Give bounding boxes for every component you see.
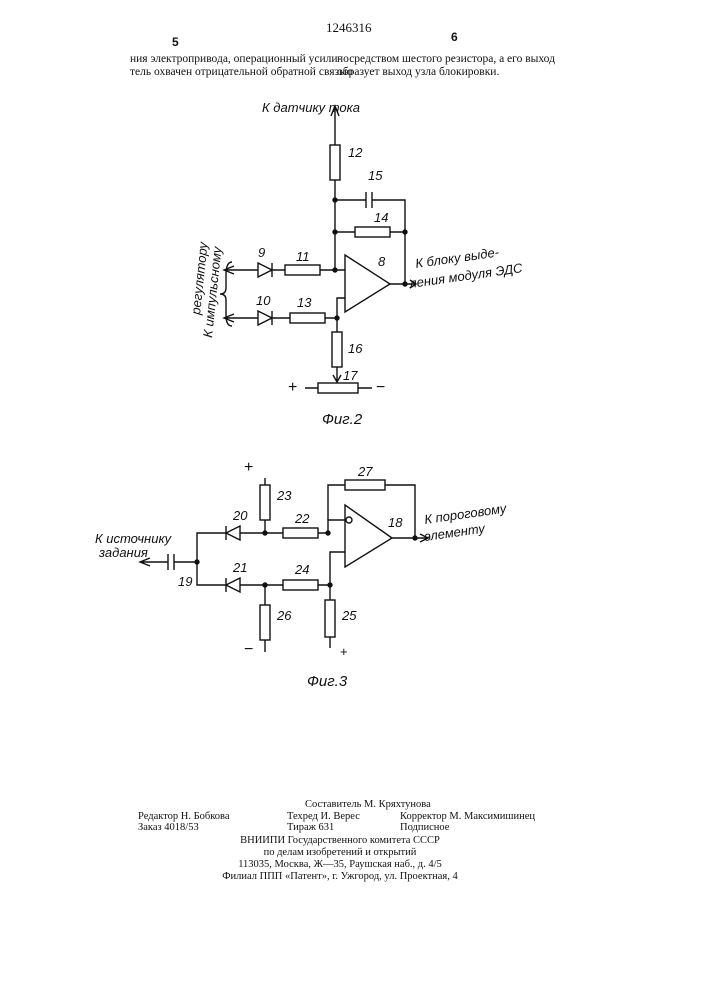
figure-2: К датчику тока 12 15 14 8 К блоку выде- … xyxy=(188,100,524,428)
label-12: 12 xyxy=(348,145,363,160)
footer-org-1: ВНИИПИ Государственного комитета СССР xyxy=(0,835,680,847)
label-21: 21 xyxy=(232,560,247,575)
label-11: 11 xyxy=(296,249,310,264)
footer-order: Заказ 4018/53 xyxy=(138,822,199,834)
fig2-top-label: К датчику тока xyxy=(262,100,360,115)
fig3-input-label-1: К источнику xyxy=(95,531,173,546)
label-22: 22 xyxy=(294,511,310,526)
resistor-14 xyxy=(355,227,390,237)
resistor-24 xyxy=(283,580,318,590)
resistor-26 xyxy=(260,605,270,640)
fig2-caption: Фиг.2 xyxy=(322,411,363,428)
label-20: 20 xyxy=(232,508,248,523)
fig3-plus-top: + xyxy=(244,459,253,476)
opamp-18 xyxy=(345,505,392,567)
potentiometer-17 xyxy=(318,383,358,393)
fig3-minus-bottom: − xyxy=(244,641,253,658)
resistor-27 xyxy=(345,480,385,490)
label-8: 8 xyxy=(378,254,386,269)
figure-3: + 23 27 18 К пороговому элементу 22 20 1… xyxy=(95,459,509,690)
label-10: 10 xyxy=(256,293,271,308)
label-18: 18 xyxy=(388,515,403,530)
label-23: 23 xyxy=(276,488,292,503)
resistor-13 xyxy=(290,313,325,323)
diode-9 xyxy=(224,263,285,277)
fig3-input-label-2: задания xyxy=(98,545,148,560)
resistor-16 xyxy=(332,332,342,367)
footer-subscription: Подписное xyxy=(400,822,449,834)
resistor-11 xyxy=(285,265,320,275)
label-27: 27 xyxy=(357,464,373,479)
footer-compiler: Составитель М. Кряхтунова xyxy=(305,799,431,811)
footer-org-2: по делам изобретений и открытий xyxy=(0,847,680,859)
label-26: 26 xyxy=(276,608,292,623)
resistor-22 xyxy=(283,528,318,538)
label-13: 13 xyxy=(297,295,312,310)
label-9: 9 xyxy=(258,245,265,260)
fig2-minus: − xyxy=(376,379,385,396)
diode-21 xyxy=(226,578,283,592)
fig2-plus: + xyxy=(288,379,297,396)
footer-circulation: Тираж 631 xyxy=(287,822,334,834)
label-24: 24 xyxy=(294,562,309,577)
fig3-plus-bottom: + xyxy=(340,644,348,659)
label-19: 19 xyxy=(178,574,192,589)
resistor-12 xyxy=(330,145,340,180)
footer-org-4: Филиал ППП «Патент», г. Ужгород, ул. Про… xyxy=(0,871,680,883)
label-25: 25 xyxy=(341,608,357,623)
diode-20 xyxy=(197,526,283,585)
label-15: 15 xyxy=(368,168,383,183)
label-14: 14 xyxy=(374,210,388,225)
footer-org-3: 113035, Москва, Ж—35, Раушская наб., д. … xyxy=(0,859,680,871)
label-16: 16 xyxy=(348,341,363,356)
capacitor-19 xyxy=(140,554,197,570)
fig3-caption: Фиг.3 xyxy=(307,673,348,690)
resistor-25 xyxy=(325,600,335,637)
label-17: 17 xyxy=(343,368,358,383)
diode-10 xyxy=(224,311,290,325)
resistor-23 xyxy=(260,485,270,520)
